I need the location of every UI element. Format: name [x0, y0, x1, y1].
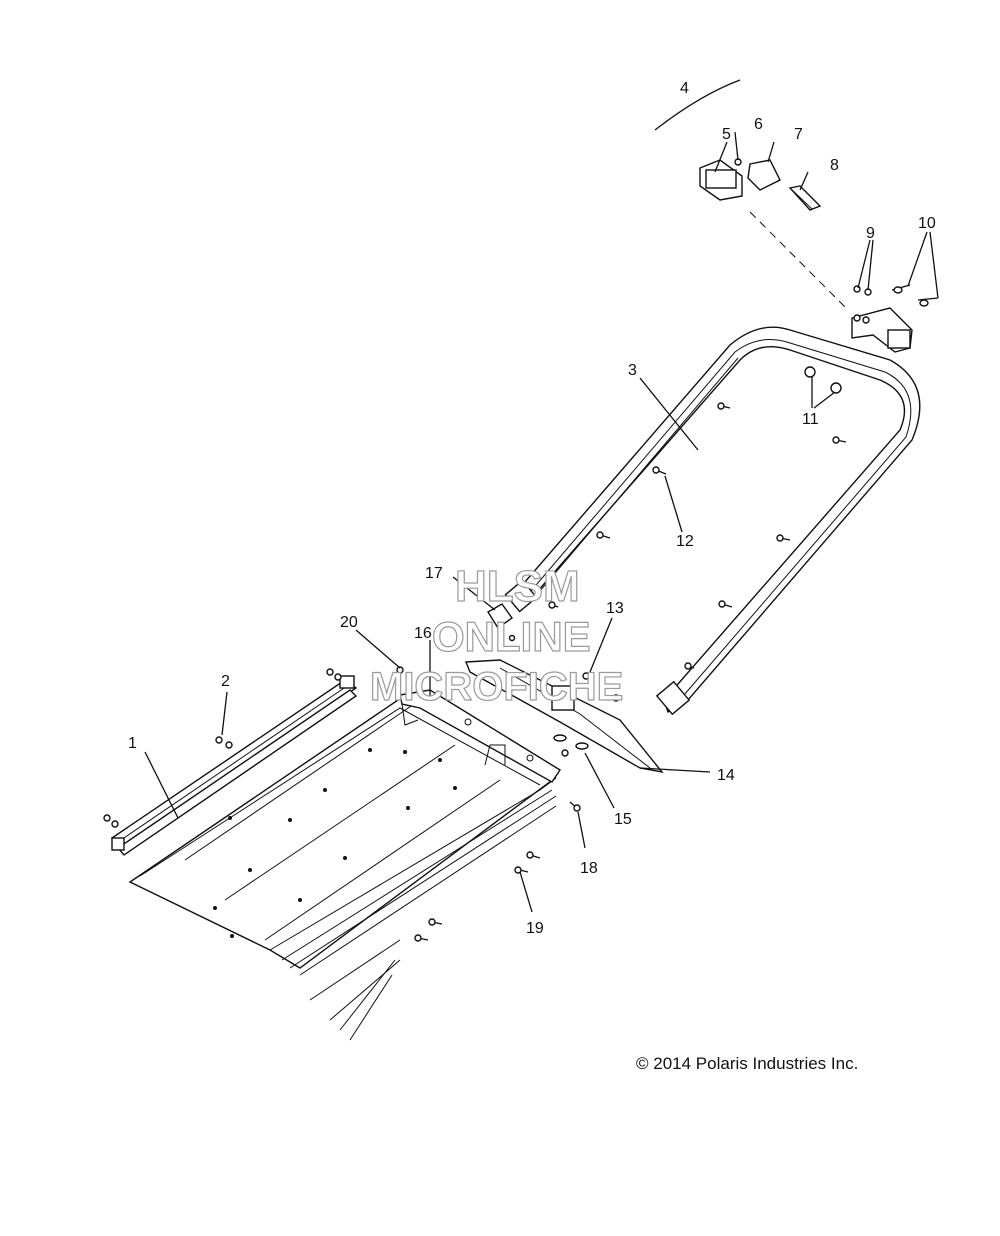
part-1-rail [110, 675, 358, 856]
part-14-bar [464, 659, 664, 774]
part-15-washers [553, 734, 589, 757]
callout-17: 17 [425, 565, 443, 582]
hinge-bracket [851, 284, 939, 353]
watermark-line-2: ONLINE [432, 613, 591, 660]
watermark: HLSM ONLINE MICROFICHE [369, 561, 624, 709]
callout-11: 11 [802, 411, 819, 428]
callout-13: 13 [606, 600, 624, 617]
watermark-line-1: HLSM [455, 562, 580, 611]
callout-16: 16 [414, 625, 432, 642]
part-3-frame [504, 326, 921, 716]
callout-6: 6 [754, 116, 763, 133]
callout-leaders [144, 79, 939, 913]
callout-3: 3 [628, 362, 637, 379]
callout-12: 12 [676, 533, 694, 550]
callout-18: 18 [580, 860, 598, 877]
callout-5: 5 [722, 126, 731, 143]
watermark-line-3: MICROFICHE [370, 665, 623, 709]
callout-14: 14 [717, 767, 735, 784]
part-12-bolts [548, 402, 847, 670]
callout-1: 1 [128, 735, 137, 752]
callout-9: 9 [866, 225, 875, 242]
part-4-assembly [699, 158, 822, 211]
callout-19: 19 [526, 920, 544, 937]
callout-15: 15 [614, 811, 632, 828]
part-11-nuts [804, 366, 842, 394]
assembly-dash-line [749, 211, 849, 311]
copyright-notice: © 2014 Polaris Industries Inc. [636, 1054, 859, 1073]
callout-numbers: 1 2 3 4 5 6 7 8 9 10 11 12 13 14 15 16 1… [128, 80, 936, 937]
callout-10: 10 [918, 215, 936, 232]
callout-4: 4 [680, 80, 689, 97]
callout-20: 20 [340, 614, 358, 631]
callout-2: 2 [221, 673, 230, 690]
deck-holes [213, 748, 457, 938]
part-2-fasteners [103, 668, 342, 828]
misc-bolts [396, 666, 620, 942]
callout-8: 8 [830, 157, 839, 174]
callout-7: 7 [794, 126, 803, 143]
